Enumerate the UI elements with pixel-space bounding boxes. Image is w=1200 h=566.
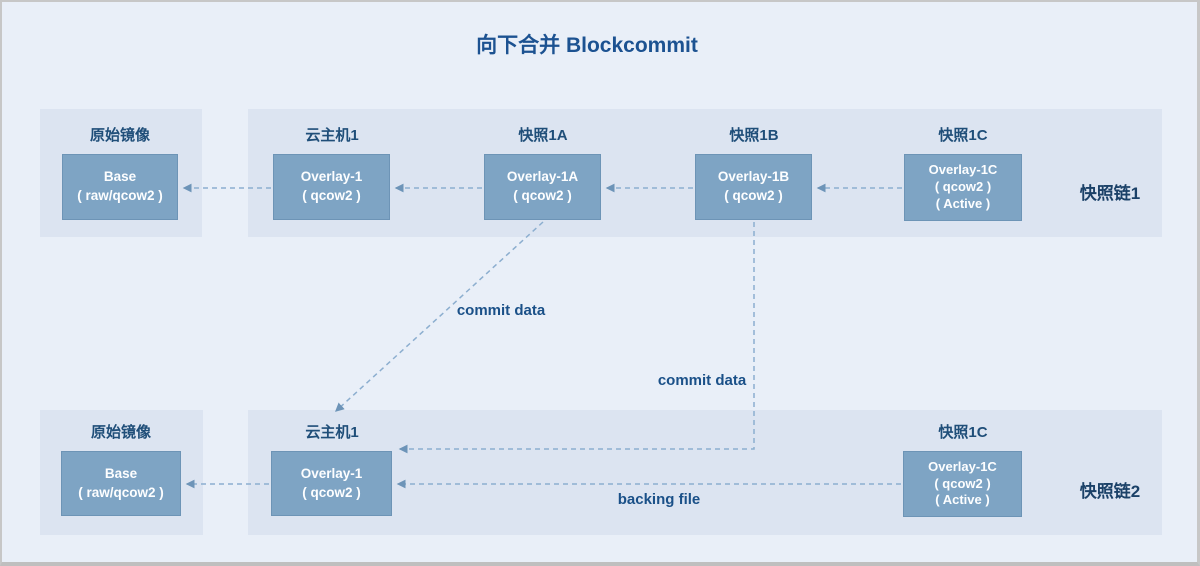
chain1-overlay1-line2: ( qcow2 ) [302, 188, 361, 203]
chain1-overlay1c-line1: Overlay-1C [928, 162, 998, 178]
chain2-overlay1c-box: Overlay-1C ( qcow2 ) ( Active ) [903, 451, 1022, 517]
chain1-node2-label: 快照1B [729, 127, 779, 144]
chain1-origin-label: 原始镜像 [89, 127, 151, 144]
chain2-overlay1-line1: Overlay-1 [300, 465, 363, 481]
chain2-node1-label: 快照1C [938, 424, 988, 441]
chain1-base-line2: ( raw/qcow2 ) [77, 188, 163, 203]
chain2-base-line2: ( raw/qcow2 ) [78, 484, 164, 500]
chain2-base-box: Base ( raw/qcow2 ) [61, 451, 181, 516]
chain1-overlay1b-box: Overlay-1B ( qcow2 ) [695, 154, 812, 220]
chain1-overlay1a-line2: ( qcow2 ) [513, 188, 572, 203]
page-title: 向下合并 Blockcommit [476, 34, 698, 57]
chain1-node3-label: 快照1C [938, 127, 988, 144]
chain1-overlay1b-line2: ( qcow2 ) [724, 188, 783, 203]
chain2-base-line1: Base [104, 465, 138, 481]
chain2-node0-label: 云主机1 [305, 424, 359, 441]
chain2-overlay1c-line2: ( qcow2 ) [934, 475, 991, 491]
chain1-base-line1: Base [103, 169, 137, 185]
chain1-node0-label: 云主机1 [305, 127, 359, 144]
chain1-overlay1c-box: Overlay-1C ( qcow2 ) ( Active ) [904, 154, 1022, 221]
chain2-label: 快照链2 [1079, 482, 1141, 501]
chain2-origin-label: 原始镜像 [90, 424, 152, 441]
chain2-overlay1c-line3: ( Active ) [935, 492, 990, 508]
commit-data-label-2: commit data [657, 372, 747, 389]
chain1-overlay1a-box: Overlay-1A ( qcow2 ) [484, 154, 601, 220]
chain2-overlay1-line2: ( qcow2 ) [302, 484, 361, 500]
chain1-node1-label: 快照1A [518, 127, 568, 144]
chain1-overlay1c-line2: ( qcow2 ) [934, 179, 992, 195]
chain1-overlay1b-line1: Overlay-1B [717, 169, 790, 185]
chain2-overlay1-box: Overlay-1 ( qcow2 ) [271, 451, 392, 516]
chain1-overlay1-box: Overlay-1 ( qcow2 ) [273, 154, 390, 220]
backing-file-label: backing file [617, 491, 701, 508]
chain1-label: 快照链1 [1079, 184, 1141, 203]
chain1-overlay1c-line3: ( Active ) [935, 195, 991, 211]
chain2-overlay1c-line1: Overlay-1C [928, 458, 997, 474]
commit-data-label-1: commit data [456, 302, 546, 319]
chain1-base-box: Base ( raw/qcow2 ) [62, 154, 178, 220]
chain1-overlay1a-line1: Overlay-1A [506, 169, 579, 185]
chain1-overlay1-line1: Overlay-1 [300, 169, 363, 185]
